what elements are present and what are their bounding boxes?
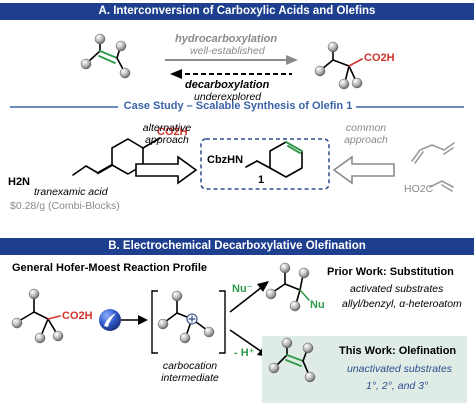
left-bracket (151, 290, 158, 354)
this-work-title: This Work: Olefination (339, 345, 457, 357)
proton-loss-label: - H⁺ (234, 347, 255, 359)
carbocation-label-line2: intermediate (161, 372, 219, 384)
carbocation-label-line1: carbocation (162, 360, 218, 372)
olefin-1-structure (245, 141, 303, 178)
common-approach-arrow (332, 155, 395, 185)
acid-group-label: CO2H (364, 52, 395, 64)
this-work-line2: 1°, 2°, and 3° (366, 380, 429, 392)
tranexamic-acid-name: tranexamic acid (34, 186, 108, 198)
acrylic-acid-structure (429, 180, 454, 192)
carbocation-structure (157, 290, 215, 344)
decarboxylation-arrow (170, 69, 292, 79)
this-work-highlight (262, 336, 467, 403)
panel-a-header: A. Interconversion of Carboxylic Acids a… (0, 3, 474, 20)
elimination-arrow (229, 329, 263, 353)
prior-work-line1: activated substrates (350, 283, 444, 295)
prior-work-title: Prior Work: Substitution (327, 266, 454, 278)
decarboxylation-label: decarboxylation (185, 79, 270, 91)
acrylic-acid-label: HO2C (404, 183, 434, 195)
nu-group-label: Nu (310, 299, 325, 311)
tranexamic-acid-price: $0.28/g (Combi-Blocks) (10, 200, 120, 212)
substrate-acid-group: CO2H (62, 310, 93, 322)
panel-b-header: B. Electrochemical Decarboxylative Olefi… (0, 238, 474, 255)
hydrocarboxylation-arrow (165, 55, 298, 65)
substitution-product (265, 262, 310, 312)
diene-structure (411, 142, 455, 164)
profile-title: General Hofer-Moest Reaction Profile (12, 262, 207, 274)
olefin-product (268, 337, 316, 383)
common-approach-line2: approach (344, 134, 388, 146)
substitution-arrow (229, 286, 263, 313)
alternative-approach-line1: alternative (142, 122, 192, 134)
electrode-icon (99, 309, 121, 331)
case-study-title: Case Study – Scalable Synthesis of Olefi… (123, 100, 353, 112)
alternative-approach-arrow (135, 155, 198, 185)
acid-top-right (314, 41, 363, 90)
well-established-label: well-established (190, 45, 265, 57)
tranexamic-amine-label: H2N (8, 176, 31, 188)
common-approach-line1: common (345, 122, 387, 134)
tranexamic-acid-group: CO2H (157, 126, 188, 138)
product-amine-label: CbzHN (207, 154, 244, 166)
nucleophile-label: Nu⁻ (232, 283, 253, 295)
olefin-1-box (200, 138, 330, 190)
this-work-line1: unactivated substrates (347, 363, 453, 375)
underexplored-label: underexplored (194, 91, 262, 103)
carboxylic-acid-substrate (11, 288, 64, 344)
product-number: 1 (258, 174, 265, 186)
olefin-top-left (80, 33, 131, 79)
alternative-approach-line2: approach (145, 134, 189, 146)
prior-work-line2: allyl/benzyl, α-heteroatom (342, 298, 462, 310)
hydrocarboxylation-label: hydrocarboxylation (175, 33, 278, 45)
right-bracket (219, 290, 226, 354)
